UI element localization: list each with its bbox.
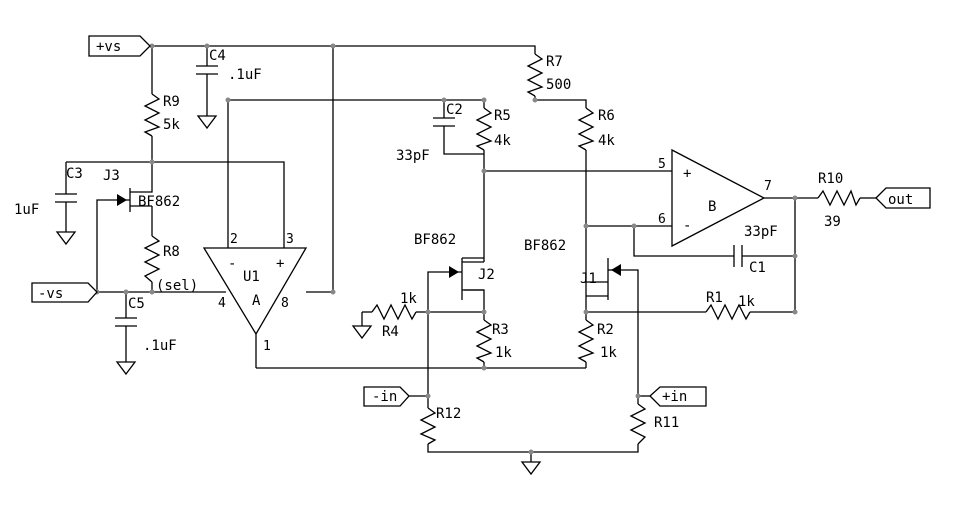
r6-ref: R6 xyxy=(598,108,615,124)
r2-ref: R2 xyxy=(597,322,614,338)
r4-value: 1k xyxy=(400,291,417,307)
resistor-r9: R9 5k xyxy=(143,93,180,137)
jfet-j3: J3 BF862 xyxy=(103,168,180,212)
r5-value: 4k xyxy=(494,133,511,149)
port-vs-pos: +vs xyxy=(88,35,151,57)
u1a-ref: U1 xyxy=(243,269,260,285)
resistor-r6: R6 4k xyxy=(577,107,615,151)
port-vs-neg: -vs xyxy=(31,282,98,303)
ground-icon xyxy=(520,461,542,476)
u1a-section: A xyxy=(252,293,261,309)
j1-part: BF862 xyxy=(524,238,566,254)
r7-ref: R7 xyxy=(546,54,563,70)
r11-ref: R11 xyxy=(654,415,679,431)
c3-ref: C3 xyxy=(66,166,83,182)
u1a-pin-1: 1 xyxy=(263,339,271,354)
u1a-pin-4: 4 xyxy=(218,296,226,311)
r3-ref: R3 xyxy=(492,322,509,338)
j3-part: BF862 xyxy=(138,194,180,210)
resistor-r7: R7 500 xyxy=(526,53,571,97)
resistor-r2: R2 1k xyxy=(577,319,617,363)
j2-ref: J2 xyxy=(478,267,495,283)
port-in-neg-label: -in xyxy=(372,389,397,405)
r5-ref: R5 xyxy=(494,108,511,124)
opamp-u1b: + - B 5 6 7 xyxy=(658,148,772,248)
port-out: out xyxy=(875,187,931,209)
r7-value: 500 xyxy=(546,77,571,93)
c1-value: 33pF xyxy=(744,224,778,240)
ground-icon xyxy=(115,361,137,376)
capacitor-c3: C3 1uF xyxy=(14,166,83,218)
u1b-pin-5: 5 xyxy=(658,157,666,172)
capacitor-c2: C2 33pF xyxy=(396,102,463,164)
c4-value: .1uF xyxy=(228,67,262,83)
c1-ref: C1 xyxy=(749,260,766,276)
r12-ref: R12 xyxy=(436,406,461,422)
jfet-j1: J1 BF862 xyxy=(524,238,621,300)
j1-ref: J1 xyxy=(580,271,597,287)
port-vs-pos-label: +vs xyxy=(96,39,121,55)
r8-ref: R8 xyxy=(163,244,180,260)
u1b-pin-7: 7 xyxy=(764,179,772,194)
resistor-r3: R3 1k xyxy=(475,319,512,363)
r10-ref: R10 xyxy=(818,171,843,187)
resistor-r8: R8 (sel) xyxy=(143,235,198,294)
port-out-label: out xyxy=(888,192,913,208)
port-in-pos-label: +in xyxy=(662,389,687,405)
c2-value: 33pF xyxy=(396,148,430,164)
port-vs-neg-label: -vs xyxy=(38,286,63,302)
ground-icon xyxy=(55,231,77,246)
r9-value: 5k xyxy=(163,117,180,133)
c4-ref: C4 xyxy=(209,48,226,64)
r1-ref: R1 xyxy=(706,290,723,306)
u1b-pin-6: 6 xyxy=(658,212,666,227)
resistor-r4: R4 1k xyxy=(371,291,417,340)
c5-value: .1uF xyxy=(143,338,177,354)
ground-icon xyxy=(351,325,373,340)
capacitor-c5: C5 .1uF xyxy=(115,296,177,354)
r9-ref: R9 xyxy=(163,94,180,110)
u1a-pin-2: 2 xyxy=(230,232,238,247)
c3-value: 1uF xyxy=(14,202,39,218)
u1a-pin-8: 8 xyxy=(281,296,289,311)
resistor-r5: R5 4k xyxy=(475,107,511,151)
jfet-j2: J2 BF862 xyxy=(414,232,495,300)
u1b-plus-sign: + xyxy=(683,166,691,182)
capacitor-c4: C4 .1uF xyxy=(196,48,262,83)
j2-part: BF862 xyxy=(414,232,456,248)
j3-ref: J3 xyxy=(103,168,120,184)
r3-value: 1k xyxy=(495,345,512,361)
resistor-r11: R11 xyxy=(629,403,679,445)
r2-value: 1k xyxy=(600,345,617,361)
r8-value: (sel) xyxy=(156,278,198,294)
u1a-minus-sign: - xyxy=(228,256,236,272)
ground-icon xyxy=(196,80,218,130)
port-in-neg: -in xyxy=(363,386,410,407)
resistor-r10: R10 39 xyxy=(817,171,861,230)
r1-value: 1k xyxy=(738,294,755,310)
u1a-plus-sign: + xyxy=(276,256,284,272)
r4-ref: R4 xyxy=(382,324,399,340)
resistor-r12: R12 xyxy=(419,406,461,445)
r6-value: 4k xyxy=(598,133,615,149)
u1a-pin-3: 3 xyxy=(286,232,294,247)
u1b-minus-sign: - xyxy=(683,218,691,234)
capacitor-c1: C1 33pF xyxy=(733,224,778,276)
r10-value: 39 xyxy=(824,214,841,230)
c5-ref: C5 xyxy=(128,296,145,312)
port-in-pos: +in xyxy=(649,386,707,407)
resistor-r1: R1 1k xyxy=(705,290,755,321)
u1b-section: B xyxy=(708,199,716,215)
c2-ref: C2 xyxy=(446,102,463,118)
wires xyxy=(65,45,876,462)
opamp-u1a: - + U1 A 2 3 4 8 1 xyxy=(202,232,308,354)
